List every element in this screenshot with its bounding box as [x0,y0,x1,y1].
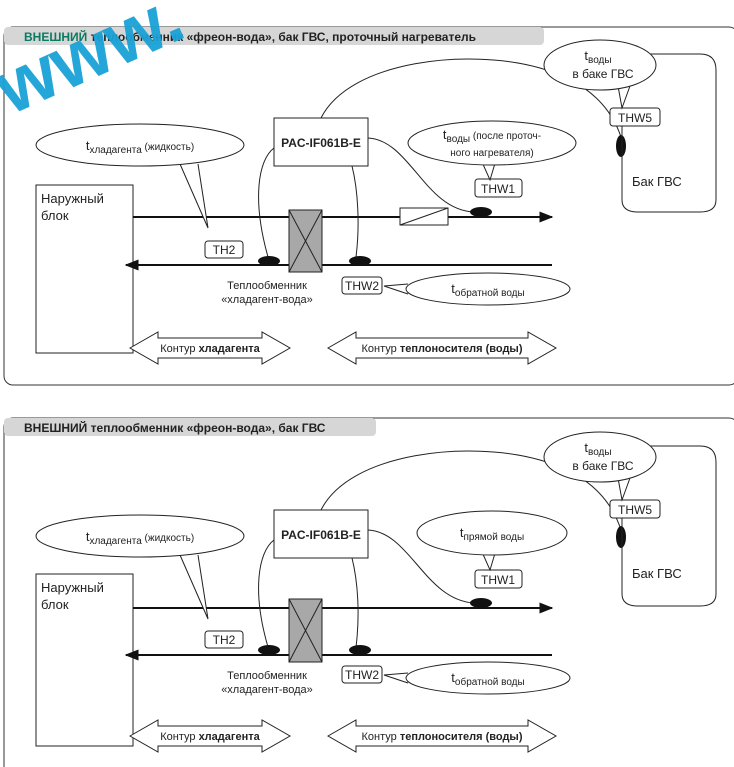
sensor-thw2-2-label: THW2 [345,668,379,682]
bubble-refrigerant-2 [35,514,245,558]
sensor-thw2-2-blob [349,645,371,655]
bubble-tank-tail [617,85,631,110]
sensor-thw2-tag [341,276,383,295]
bubble-refrigerant-tail [179,163,209,229]
bubble-tank-2-text-1: tводы [584,440,611,458]
diagram-1: ВНЕШНИЙ теплообменник «фреон-вода», бак … [3,26,734,386]
sensor-th2-2-blob [258,645,280,655]
sensor-thw1-blob [470,207,492,217]
sensor-thw5-label: THW5 [618,111,652,125]
sensor-thw1-2-label: THW1 [481,573,515,587]
circuit-refrigerant-arrow [128,331,292,365]
hx-2-label-2: «хладагент-вода» [221,684,313,696]
wire-thw1 [367,137,475,213]
sensor-th2-tag [204,240,244,259]
outdoor-unit-2-label-1: Наружный [41,580,104,595]
bubble-flow [407,120,577,166]
hx-label-2: «хладагент-вода» [221,294,313,306]
bubble-refrigerant [35,123,245,167]
bubble-flow-2-text: tпрямой воды [460,525,524,543]
wire-th2 [258,147,275,258]
dhw-tank-outline-2 [621,445,717,607]
circuit-water-2-label: Контур теплоносителя (воды) [362,731,523,743]
sensor-thw2-label: THW2 [345,279,379,293]
dhw-tank-outline [621,53,717,213]
bubble-return-2-text: tобратной воды [451,670,524,688]
sensor-thw1-2-tag [474,569,523,589]
bubble-return-tail [383,283,409,295]
wire-thw5 [320,58,622,138]
circuit-water-label: Контур теплоносителя (воды) [362,343,523,355]
wire-thw1-2 [367,529,475,604]
bubble-refrigerant-2-text: tхладагента (жидкость) [86,529,194,547]
sensor-thw5-2-label: THW5 [618,503,652,517]
diagram-2: ВНЕШНИЙ теплообменник «фреон-вода», бак … [3,417,734,767]
sensor-th2-blob [258,256,280,266]
sensor-th2-2-label: TH2 [213,633,236,647]
outdoor-unit-box [35,184,134,354]
wire-thw5-2 [320,450,622,531]
sensor-thw5-2-blob [616,526,626,548]
watermark: www. [0,0,196,131]
heat-exchanger-2 [288,598,323,663]
controller-box-2 [273,509,369,559]
sensor-thw1-tag [474,178,523,198]
bubble-tank-text-2: в баке ГВС [572,67,633,81]
wire-thw2 [351,165,359,258]
sensor-thw5-blob [616,135,626,157]
sensor-th2-label: TH2 [213,243,236,257]
wire-th2-2 [258,539,275,648]
hx-2-label-1: Теплообменник [227,670,307,682]
bubble-tank [543,39,657,91]
dhw-tank-label: Бак ГВС [632,174,682,189]
controller-label: PAC-IF061B-E [281,136,361,150]
circuit-water-arrow [326,331,558,365]
outdoor-unit-label-1: Наружный [41,191,104,206]
diagram-2-header-bar [4,418,376,436]
sensor-thw5-2-tag [609,499,661,519]
hx-label-1: Теплообменник [227,280,307,292]
controller-box [273,117,369,167]
bubble-return [405,272,571,306]
bubble-flow-text-2: ного нагревателя) [450,148,534,159]
bubble-return-text: tобратной воды [451,281,524,299]
bubble-flow-2 [416,510,568,556]
heat-exchanger [288,209,323,273]
bubble-refrigerant-text: tхладагента (жидкость) [86,138,194,156]
sensor-thw2-2-tag [341,665,383,684]
sensor-thw2-blob [349,256,371,266]
bubble-tank-2-tail [617,477,631,502]
bubble-tank-2 [543,431,657,483]
outdoor-unit-box-2 [35,573,134,747]
diagram-1-title: ВНЕШНИЙ теплообменник «фреон-вода», бак … [24,29,476,44]
dhw-tank-2-label: Бак ГВС [632,566,682,581]
sensor-th2-2-tag [204,630,244,649]
circuit-refrigerant-2-label: Контур хладагента [160,731,260,743]
circuit-refrigerant-label: Контур хладагента [160,343,260,355]
sensor-thw5-tag [609,107,661,127]
controller-2-label: PAC-IF061B-E [281,528,361,542]
outdoor-unit-2-label-2: блок [41,597,69,612]
wire-thw2-2 [351,557,359,648]
diagram-2-title: ВНЕШНИЙ теплообменник «фреон-вода», бак … [24,420,326,435]
circuit-refrigerant-arrow-2 [128,719,292,753]
circuit-water-arrow-2 [326,719,558,753]
bubble-flow-text-1: tводы (после проточ- [443,127,541,145]
bubble-tank-2-text-2: в баке ГВС [572,459,633,473]
sensor-thw1-2-blob [470,598,492,608]
flow-heater [399,207,449,226]
bubble-refrigerant-2-tail [179,554,209,620]
diagram-1-header-bar [4,27,544,45]
outdoor-unit-label-2: блок [41,208,69,223]
bubble-return-2-tail [383,672,409,684]
sensor-thw1-label: THW1 [481,182,515,196]
bubble-tank-text-1: tводы [584,48,611,66]
bubble-return-2 [405,661,571,695]
